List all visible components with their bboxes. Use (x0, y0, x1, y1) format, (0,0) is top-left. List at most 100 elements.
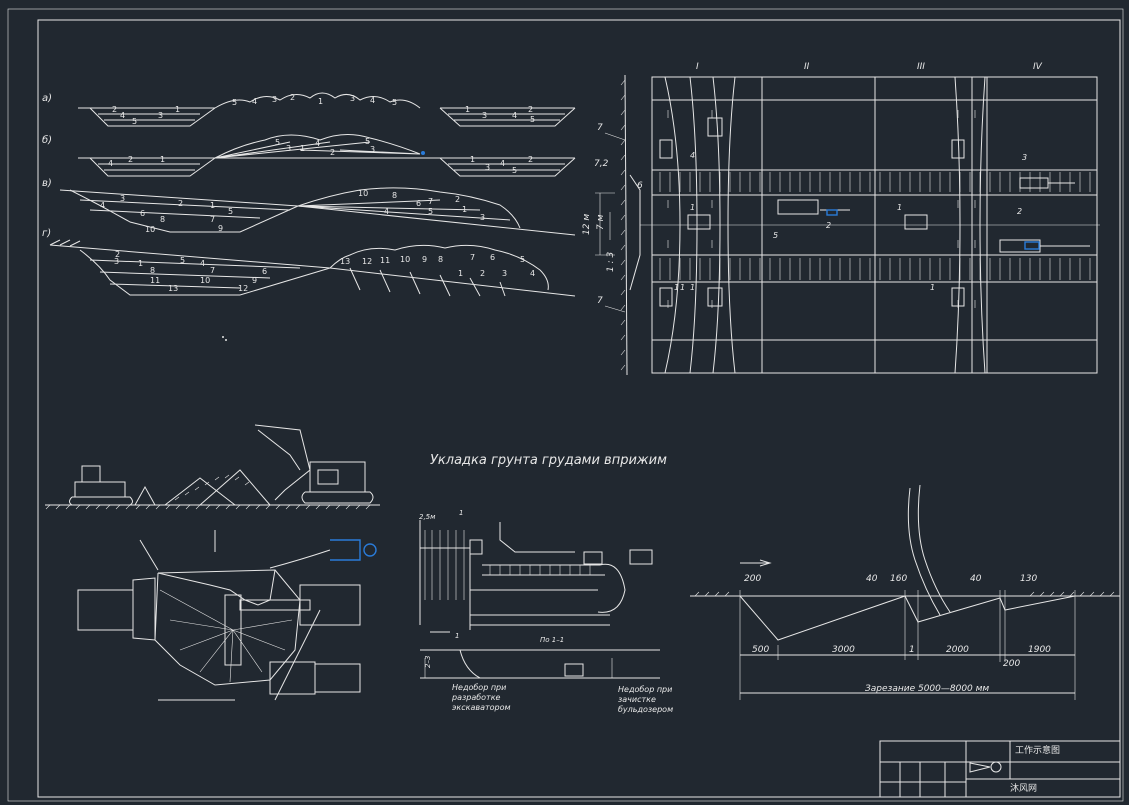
blue-machine (363, 543, 377, 557)
title-block-brand: 沐风网 (1010, 782, 1037, 794)
num-g-4: 4 (200, 259, 205, 268)
profile-bottom-dim-4: 1900 (1028, 645, 1051, 655)
num-v-11: 8 (392, 191, 397, 200)
num-v-13: 4 (384, 207, 389, 216)
num-g-2: 1 (138, 259, 143, 268)
num-a-16: 4 (512, 111, 517, 120)
num-a-2: 3 (272, 95, 277, 104)
row-label-a: а) (42, 93, 52, 104)
num-g-7: 6 (262, 267, 267, 276)
num-v-17: 1 (462, 205, 467, 214)
plan-num-10: 1 (674, 283, 679, 292)
num-v-16: 3 (480, 213, 485, 222)
cs-label-2: 1 (455, 632, 459, 640)
num-v-9: 9 (218, 224, 223, 233)
num-a-5: 3 (350, 94, 355, 103)
num-b-12: 3 (485, 163, 490, 172)
plan-left-label-6: 7 (597, 296, 603, 306)
num-a-9: 2 (112, 105, 117, 114)
plan-num-8: 1 (930, 283, 935, 292)
plan-num-4: 2 (826, 221, 831, 230)
num-a-17: 5 (530, 115, 535, 124)
profile-top-dim-4: 130 (1020, 574, 1037, 584)
num-v-6: 8 (160, 215, 165, 224)
num-g-20: 6 (490, 253, 495, 262)
title-block-title: 工作示意图 (1015, 744, 1060, 756)
plan-num-5: 1 (897, 203, 902, 212)
profile-top-dim-0: 200 (744, 574, 761, 584)
machines-scene (45, 424, 380, 510)
inner-frame (37, 19, 1121, 798)
plan-left-label-3: 12 м (582, 214, 592, 235)
profile-top-dim-1: 40 (866, 574, 878, 584)
num-a-11: 4 (120, 111, 125, 120)
cs-note-excavator-3: экскаватором (452, 703, 511, 712)
row-label-b: б) (42, 134, 52, 146)
num-v-8: 7 (210, 215, 215, 224)
num-g-24: 2 (480, 269, 485, 278)
num-b-2: 1 (300, 144, 305, 153)
plan-num-3: 5 (773, 231, 778, 240)
num-a-15: 3 (482, 111, 487, 120)
num-g-3: 5 (180, 256, 185, 265)
num-g-11: 13 (168, 284, 178, 293)
num-b-4: 2 (330, 148, 335, 157)
num-b-13: 4 (500, 159, 505, 168)
layer-schemes: а) б) в) г) (42, 92, 576, 341)
num-b-3: 4 (315, 139, 320, 148)
cs-note-bulldozer-1: Недобор при (618, 685, 672, 694)
num-g-0: 2 (115, 250, 120, 259)
stray-dot-2 (225, 339, 227, 341)
plan-column-3: III (917, 62, 925, 72)
blue-marker-2 (1024, 241, 1040, 250)
num-g-19: 7 (470, 253, 475, 262)
profile-bottom-dim-0: 500 (752, 645, 769, 655)
num-g-13: 13 (340, 257, 350, 266)
num-b-11: 2 (528, 155, 533, 164)
num-g-5: 8 (150, 266, 155, 275)
num-b-8: 4 (108, 159, 113, 168)
cross-section (419, 520, 660, 679)
num-v-4: 5 (228, 207, 233, 216)
num-b-14: 5 (512, 166, 517, 175)
num-g-25: 1 (458, 269, 463, 278)
num-a-12: 5 (132, 117, 137, 126)
num-a-10: 3 (158, 111, 163, 120)
plan-num-0: 4 (690, 151, 695, 160)
plan-num-6: 3 (1022, 153, 1027, 162)
num-g-14: 12 (362, 257, 372, 266)
blue-marker-1 (826, 209, 838, 216)
stray-dot-1 (222, 336, 224, 338)
row-label-v: в) (42, 178, 52, 189)
plan-column-2: II (804, 62, 810, 72)
num-g-16: 10 (400, 255, 410, 264)
num-a-13: 1 (465, 105, 470, 114)
num-v-2: 1 (210, 201, 215, 210)
cs-note-excavator-2: разработке (451, 693, 501, 702)
plan-column-4: IV (1033, 62, 1043, 72)
num-v-10: 10 (358, 189, 368, 198)
num-g-1: 3 (114, 257, 119, 266)
plan-view: I II III IV 7 7,2 6 12 м 7 м 1 : 3 7 4 1… (582, 62, 1100, 376)
excavator-plan (77, 530, 361, 701)
num-v-3: 4 (100, 201, 105, 210)
num-g-12: 12 (238, 284, 248, 293)
num-a-8: 1 (175, 105, 180, 114)
profile-bottom-dim-2: 1 (909, 645, 915, 655)
num-v-0: 3 (120, 194, 125, 203)
profile-section (690, 484, 1120, 700)
num-b-10: 1 (470, 155, 475, 164)
cs-note-bulldozer-3: бульдозером (618, 705, 673, 714)
num-g-10: 9 (252, 276, 257, 285)
plan-left-label-2: 6 (637, 181, 643, 191)
plan-left-label-4: 7 м (596, 214, 606, 230)
num-v-18: 2 (455, 195, 460, 204)
num-g-18: 8 (438, 255, 443, 264)
num-a-4: 1 (318, 97, 323, 106)
num-b-9: 2 (128, 155, 133, 164)
num-v-15: 7 (428, 197, 433, 206)
num-a-6: 4 (370, 96, 375, 105)
num-b-0: 5 (275, 138, 280, 147)
num-a-14: 2 (528, 105, 533, 114)
num-g-22: 4 (530, 269, 535, 278)
